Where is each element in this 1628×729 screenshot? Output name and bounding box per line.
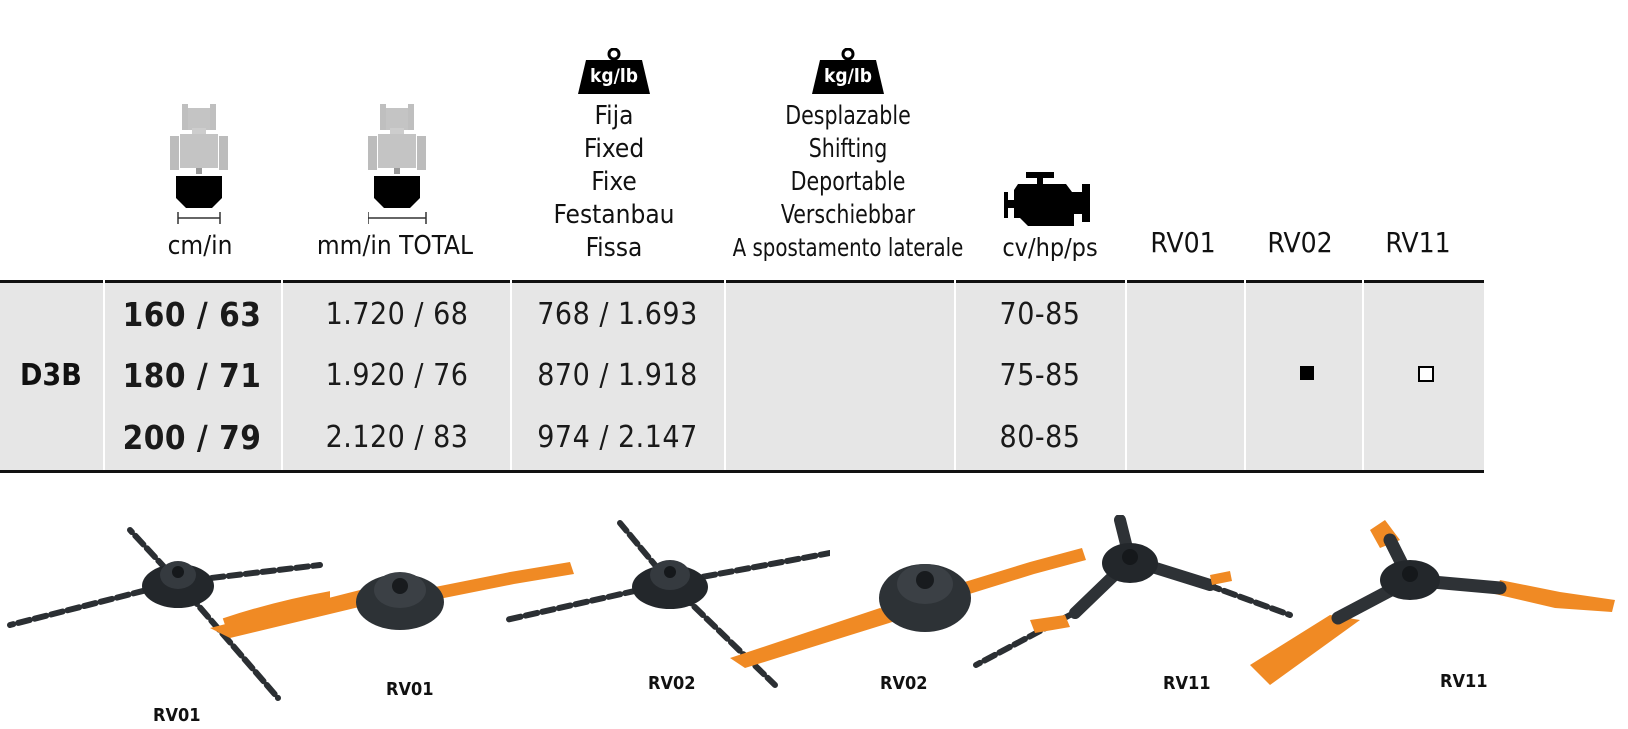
- rv01-header: RV01: [1150, 226, 1216, 259]
- rv01-knife-rotor-image: [210, 540, 580, 654]
- image-caption: RV11: [1440, 671, 1488, 692]
- fixed-header-line-1: Fija: [594, 101, 634, 131]
- column-divider: [1125, 280, 1127, 470]
- width-cell: 200 / 79: [122, 418, 262, 457]
- image-caption: RV11: [1163, 673, 1211, 694]
- model-label: D3B: [20, 358, 82, 393]
- fixed-weight-cell: 768 / 1.693: [537, 297, 698, 332]
- empty-square-icon: [1418, 366, 1434, 382]
- column-divider: [954, 280, 956, 470]
- weight-icon: kg/lb: [578, 48, 650, 94]
- total-cell: 1.720 / 68: [325, 297, 469, 332]
- column-divider: [103, 280, 105, 470]
- power-cell: 70-85: [999, 297, 1081, 332]
- rv02-knife-rotor-image: [730, 540, 1090, 674]
- shifting-header-line-1: Desplazable: [785, 101, 911, 131]
- fixed-weight-cell: 974 / 2.147: [537, 420, 698, 455]
- filled-square-icon: [1300, 366, 1314, 380]
- fixed-header-line-4: Festanbau: [553, 200, 675, 230]
- fixed-header-line-2: Fixed: [583, 134, 645, 164]
- power-cell: 75-85: [999, 358, 1081, 393]
- col-total-header: mm/in TOTAL: [316, 231, 474, 261]
- engine-icon: [1004, 170, 1096, 236]
- width-cell: 160 / 63: [122, 295, 262, 334]
- rv11-header: RV11: [1385, 226, 1451, 259]
- image-caption: RV02: [880, 673, 928, 694]
- image-caption: RV01: [153, 705, 201, 726]
- col-width-header: cm/in: [167, 231, 233, 261]
- column-divider: [1362, 280, 1364, 470]
- fixed-weight-cell: 870 / 1.918: [537, 358, 698, 393]
- rv02-chain-rotor-image: [500, 515, 833, 699]
- rv11-chain-rotor-image: [970, 514, 1300, 694]
- column-divider: [281, 280, 283, 470]
- image-caption: RV01: [386, 679, 434, 700]
- shifting-header-line-4: Verschiebbar: [780, 200, 916, 230]
- tractor-total-icon: [367, 104, 428, 234]
- width-cell: 180 / 71: [122, 356, 262, 395]
- shifting-header-line-2: Shifting: [808, 134, 888, 164]
- weight-icon: kg/lb: [812, 48, 884, 94]
- total-cell: 2.120 / 83: [325, 420, 469, 455]
- data-table: [0, 280, 1484, 473]
- shifting-header-line-3: Deportable: [790, 167, 906, 197]
- power-cell: 80-85: [999, 420, 1081, 455]
- column-divider: [724, 280, 726, 470]
- tractor-width-icon: [170, 104, 230, 234]
- fixed-header-line-3: Fixe: [591, 167, 637, 197]
- power-header: cv/hp/ps: [1002, 233, 1098, 262]
- column-divider: [510, 280, 512, 470]
- image-caption: RV02: [648, 673, 696, 694]
- fixed-header-line-5: Fissa: [585, 233, 643, 263]
- rv11-knife-rotor-image: [1250, 520, 1620, 694]
- rv02-header: RV02: [1267, 226, 1333, 259]
- column-divider: [1244, 280, 1246, 470]
- total-cell: 1.920 / 76: [325, 358, 469, 393]
- shifting-header-line-5: A spostamento laterale: [732, 233, 964, 262]
